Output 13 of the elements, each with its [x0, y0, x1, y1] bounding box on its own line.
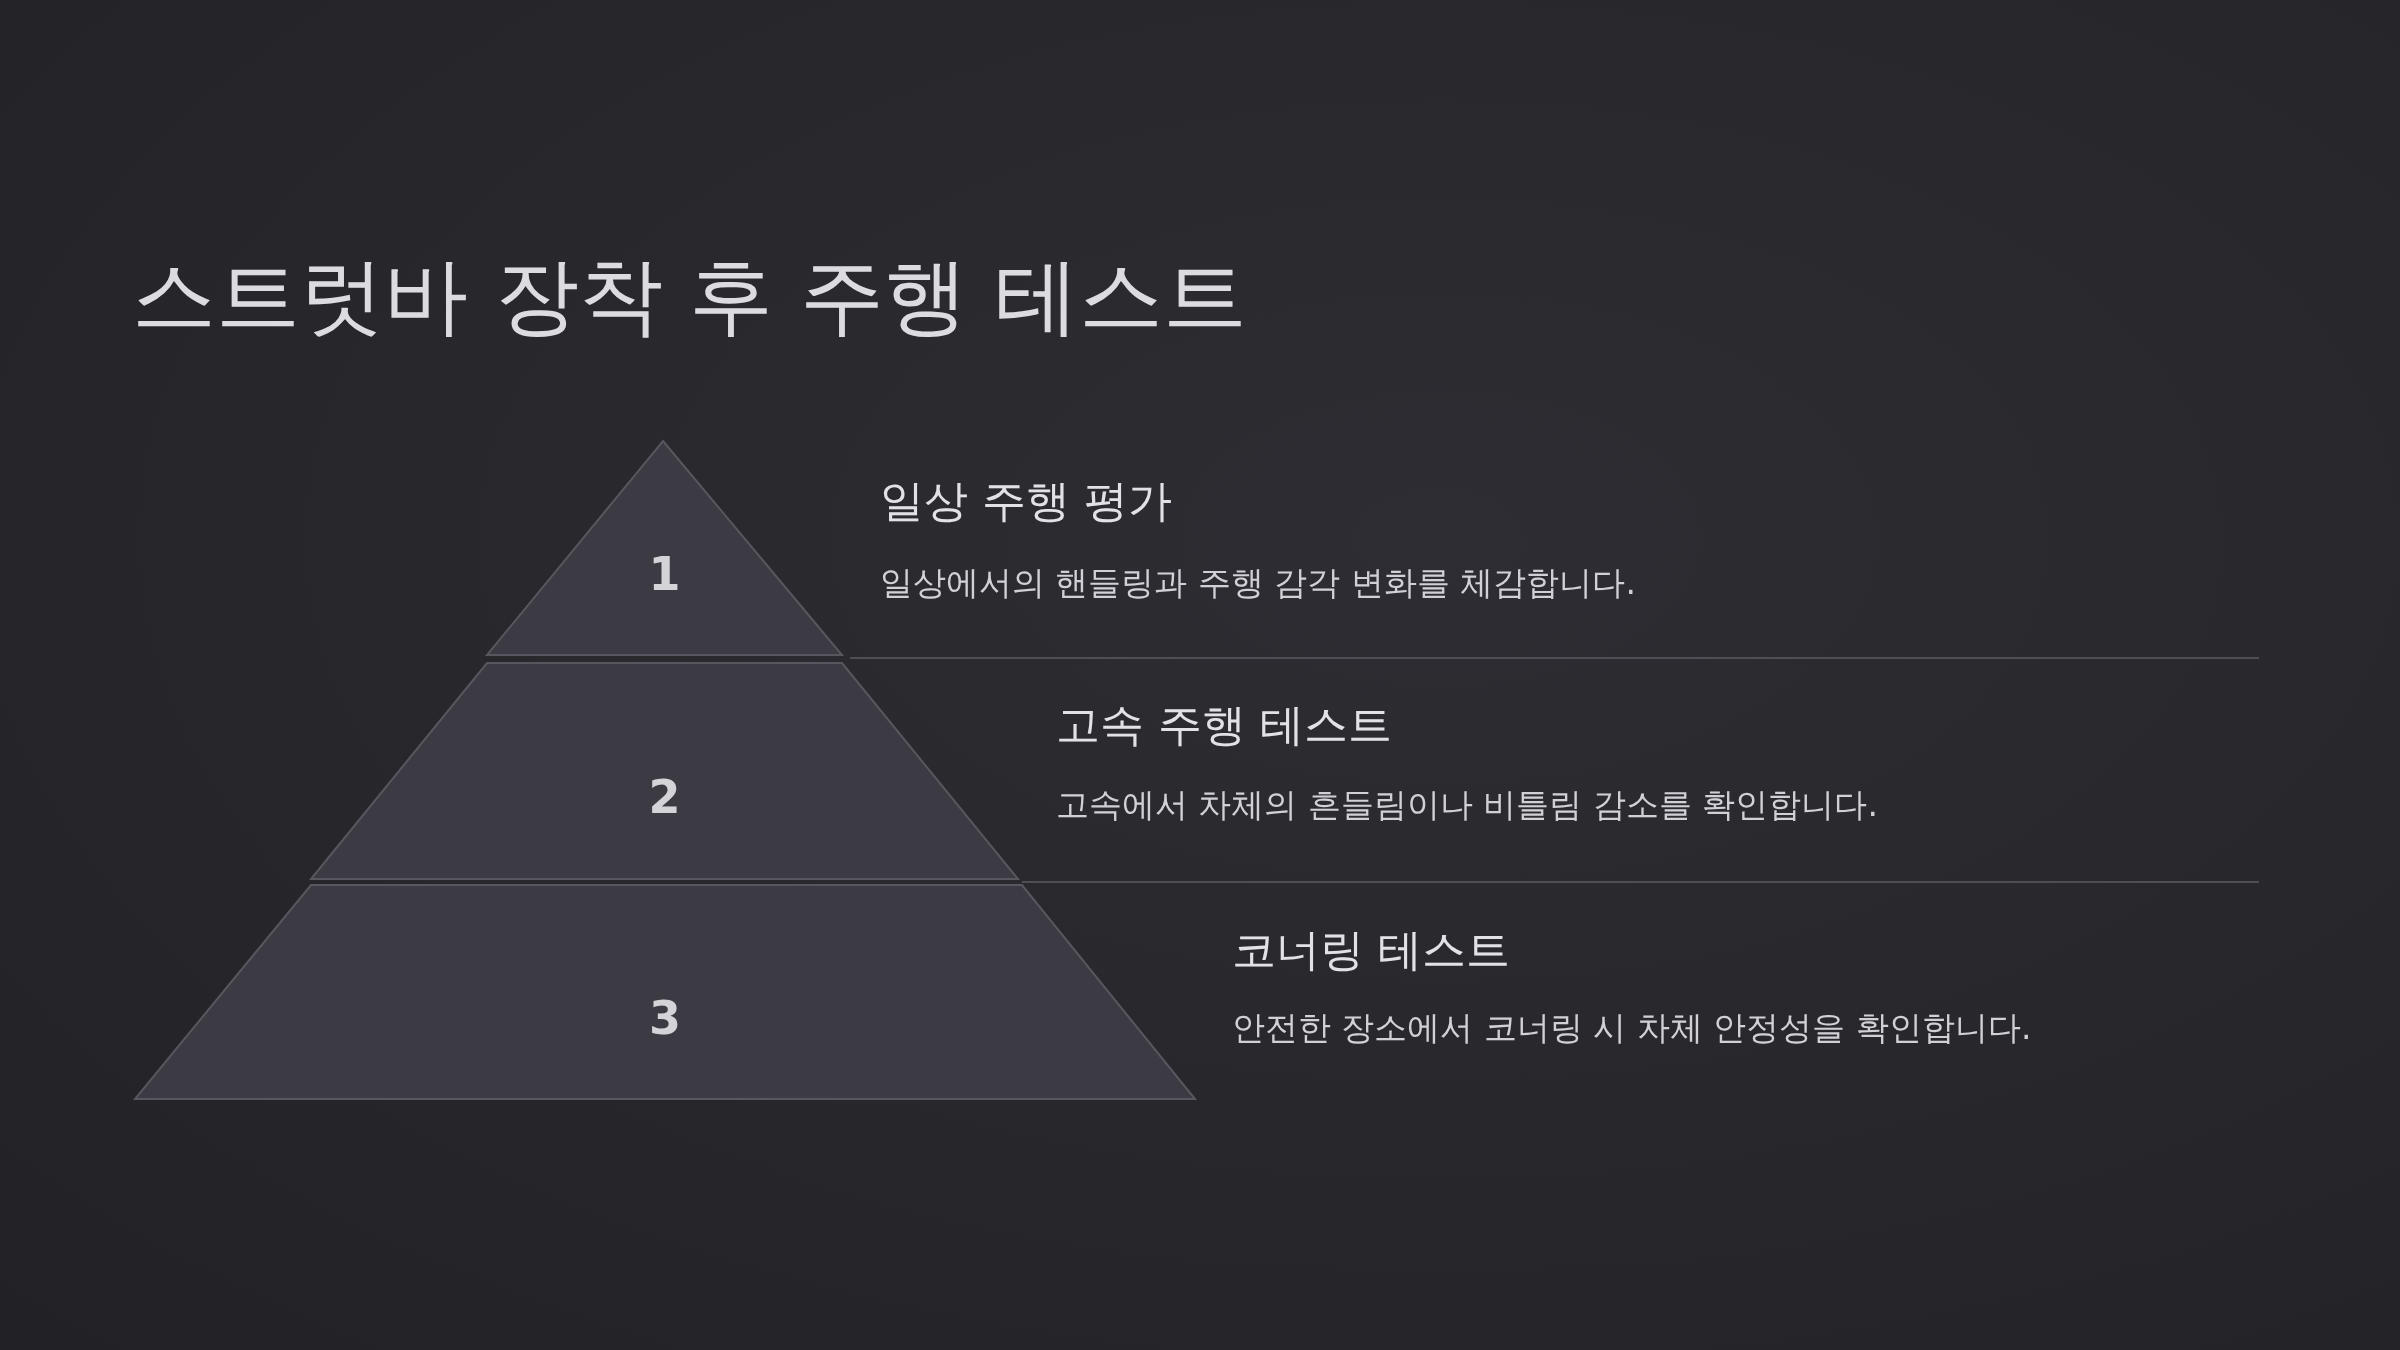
tier-number: 3 — [649, 994, 681, 1041]
tier-description: 고속에서 차체의 흔들림이나 비틀림 감소를 확인합니다. — [1056, 785, 1878, 825]
tier-heading: 일상 주행 평가 — [880, 475, 1172, 528]
pyramid-tier — [311, 663, 1018, 879]
tier-description: 안전한 장소에서 코너링 시 차체 안정성을 확인합니다. — [1232, 1008, 2032, 1048]
tier-number: 2 — [648, 773, 681, 820]
pyramid-tier — [135, 885, 1195, 1099]
pyramid-tier — [487, 441, 842, 655]
tier-heading: 코너링 테스트 — [1232, 924, 1510, 977]
tier-number: 1 — [648, 550, 681, 597]
tier-heading: 고속 주행 테스트 — [1056, 699, 1392, 752]
title: 스트럿바 장착 후 주행 테스트 — [132, 250, 1247, 343]
tier-description: 일상에서의 핸들링과 주행 감각 변화를 체감합니다. — [880, 563, 1636, 603]
